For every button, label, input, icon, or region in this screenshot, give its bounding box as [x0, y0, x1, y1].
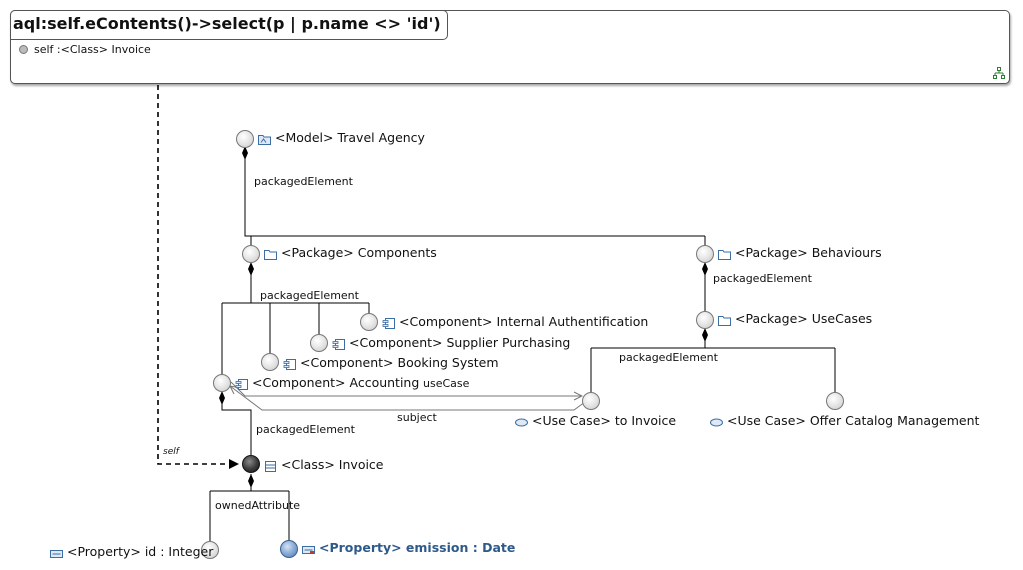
label-booking-system[interactable]: <Component> Booking System [283, 355, 499, 371]
edge-label-packaged-element: packagedElement [713, 272, 812, 285]
edge-label-packaged-element: packagedElement [254, 175, 353, 188]
edge-label-packaged-element: packagedElement [619, 351, 718, 364]
label-uc-offer-catalog[interactable]: <Use Case> Offer Catalog Management [710, 413, 979, 429]
query-expression[interactable]: aql:self.eContents()->select(p | p.name … [10, 10, 448, 40]
composition-diamond-invoice [248, 474, 254, 488]
edge-travel-agency-packaged [244, 146, 706, 245]
label-invoice-text: <Class> Invoice [281, 457, 384, 472]
node-accounting[interactable] [213, 374, 231, 392]
label-behaviours-text: <Package> Behaviours [735, 245, 882, 260]
node-uc-to-invoice[interactable] [582, 392, 600, 410]
composition-diamond-travel-agency [242, 146, 248, 160]
label-uc-to-invoice[interactable]: <Use Case> to Invoice [515, 413, 676, 429]
label-usecases-text: <Package> UseCases [735, 311, 873, 326]
label-uc-offer-catalog-text: <Use Case> Offer Catalog Management [727, 413, 980, 428]
component-icon [235, 378, 248, 390]
label-components-text: <Package> Components [281, 245, 437, 260]
query-container[interactable]: aql:self.eContents()->select(p | p.name … [10, 10, 1010, 84]
label-prop-emission[interactable]: <Property> emission : Date [302, 540, 515, 556]
node-supplier-purchasing[interactable] [310, 334, 328, 352]
composition-diamond-components [248, 262, 254, 276]
component-icon [382, 317, 395, 329]
label-prop-emission-text: <Property> emission : Date [319, 540, 516, 555]
label-travel-agency[interactable]: <Model> Travel Agency [258, 130, 425, 146]
package-icon [718, 248, 731, 260]
edge-components-packaged [221, 262, 370, 374]
label-supplier-purchasing[interactable]: <Component> Supplier Purchasing [332, 335, 570, 351]
node-usecases[interactable] [696, 311, 714, 329]
label-accounting[interactable]: <Component> Accounting [235, 375, 419, 391]
component-icon [283, 358, 296, 370]
package-icon [264, 248, 277, 260]
label-prop-id[interactable]: <Property> id : Integer [50, 544, 213, 560]
variable-row: self :<Class> Invoice [19, 43, 151, 56]
label-internal-auth-text: <Component> Internal Authentification [399, 314, 649, 329]
node-invoice[interactable] [242, 455, 260, 473]
label-components[interactable]: <Package> Components [264, 245, 437, 261]
edge-label-use-case: useCase [423, 377, 470, 390]
label-travel-agency-text: <Model> Travel Agency [275, 130, 425, 145]
package-icon [718, 314, 731, 326]
use-case-icon [515, 416, 528, 427]
label-accounting-text: <Component> Accounting [252, 375, 420, 390]
label-internal-auth[interactable]: <Component> Internal Authentification [382, 314, 648, 330]
self-reference-edge [157, 85, 239, 469]
edge-accounting-packaged [221, 392, 252, 455]
variable-label: self :<Class> Invoice [34, 43, 151, 56]
node-travel-agency[interactable] [236, 130, 254, 148]
composition-diamond-behaviours [702, 262, 708, 276]
label-booking-system-text: <Component> Booking System [300, 355, 499, 370]
component-icon [332, 338, 345, 350]
edge-usecases-packaged [590, 328, 836, 392]
node-internal-auth[interactable] [360, 313, 378, 331]
edge-label-packaged-element: packagedElement [260, 289, 359, 302]
node-booking-system[interactable] [261, 353, 279, 371]
edge-label-packaged-element: packagedElement [256, 423, 355, 436]
edge-label-subject: subject [397, 411, 437, 424]
property-icon [50, 547, 63, 558]
model-icon [258, 133, 271, 145]
layout-icon[interactable] [993, 67, 1005, 79]
label-prop-id-text: <Property> id : Integer [67, 544, 214, 559]
composition-diamond-accounting [219, 391, 225, 405]
node-components[interactable] [242, 245, 260, 263]
node-prop-emission[interactable] [280, 540, 298, 558]
composition-diamond-usecases [702, 328, 708, 342]
edge-label-self: self [163, 447, 179, 457]
node-uc-offer-catalog[interactable] [826, 392, 844, 410]
class-icon [264, 460, 277, 472]
use-case-icon [710, 416, 723, 427]
label-supplier-purchasing-text: <Component> Supplier Purchasing [349, 335, 571, 350]
property-icon [302, 543, 315, 554]
label-uc-to-invoice-text: <Use Case> to Invoice [532, 413, 677, 428]
node-behaviours[interactable] [696, 245, 714, 263]
node-prop-id[interactable] [201, 541, 219, 559]
label-behaviours[interactable]: <Package> Behaviours [718, 245, 882, 261]
label-usecases[interactable]: <Package> UseCases [718, 311, 872, 327]
label-invoice[interactable]: <Class> Invoice [264, 457, 384, 473]
variable-dot-icon [19, 45, 28, 54]
edge-label-owned-attribute: ownedAttribute [215, 499, 301, 512]
subject-edge [230, 386, 586, 411]
